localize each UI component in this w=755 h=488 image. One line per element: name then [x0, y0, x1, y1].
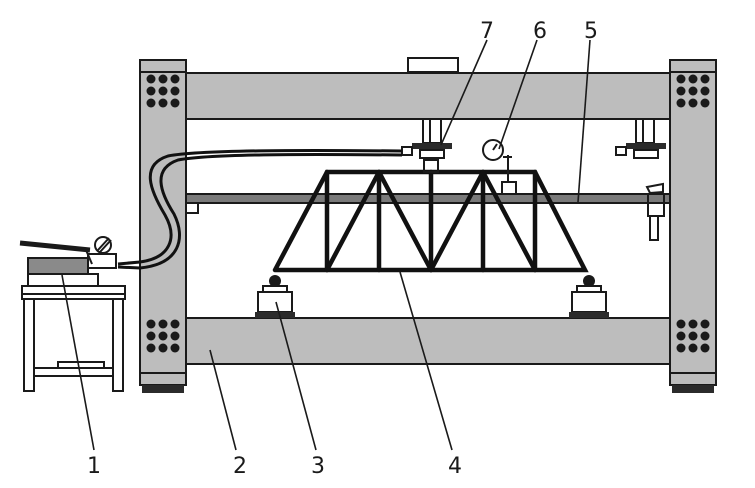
right-column-foot [672, 385, 714, 393]
bolt [170, 343, 180, 353]
bolt [700, 343, 710, 353]
bolt [700, 74, 710, 84]
left-support [255, 275, 295, 318]
callout-1: 1 [87, 454, 101, 479]
callout-7: 7 [480, 19, 494, 44]
bolt [676, 74, 686, 84]
top-cross-beam [184, 72, 671, 120]
bolt [170, 319, 180, 329]
bolt [700, 331, 710, 341]
bolt [688, 98, 698, 108]
bolt [688, 331, 698, 341]
bolt [170, 98, 180, 108]
hydraulic-jack [401, 118, 452, 173]
bolt [158, 343, 168, 353]
bolt [158, 98, 168, 108]
bolt [146, 331, 156, 341]
callout-2: 2 [233, 454, 247, 479]
bolt [170, 74, 180, 84]
bolt [146, 86, 156, 96]
leader-lines [61, 39, 591, 451]
pump-table [21, 285, 126, 392]
callout-3: 3 [311, 454, 325, 479]
bolt [688, 319, 698, 329]
callout-4: 4 [448, 454, 462, 479]
bottom-cross-beam [184, 317, 671, 365]
bolt [146, 319, 156, 329]
bolt [158, 86, 168, 96]
callouts: 1 2 3 4 5 6 7 [87, 19, 598, 479]
bolt [676, 86, 686, 96]
dial-gauge [482, 139, 517, 195]
bolt [146, 74, 156, 84]
reference-beam [185, 193, 671, 214]
bolt [158, 331, 168, 341]
callout-5: 5 [584, 19, 598, 44]
hand-pump [19, 236, 117, 287]
right-column [669, 59, 717, 386]
bolt [688, 343, 698, 353]
hydraulic-hoses [117, 149, 403, 270]
bolt [688, 86, 698, 96]
truss [272, 169, 589, 273]
bolt [146, 98, 156, 108]
callout-6: 6 [533, 19, 547, 44]
bolt [700, 86, 710, 96]
bolt [700, 98, 710, 108]
bolt [688, 74, 698, 84]
loading-frame [139, 57, 717, 393]
top-beam-plate [407, 57, 459, 73]
bolt [676, 343, 686, 353]
left-column-foot [142, 385, 184, 393]
bolt [170, 331, 180, 341]
bolt-groups [146, 74, 710, 353]
bolt [158, 74, 168, 84]
bolt [676, 98, 686, 108]
bolt [676, 319, 686, 329]
bolt [158, 319, 168, 329]
beam-clamp [645, 182, 665, 241]
bolt [170, 86, 180, 96]
bolt [146, 343, 156, 353]
right-support [569, 275, 609, 318]
bolt [676, 331, 686, 341]
bolt [700, 319, 710, 329]
spare-jack [615, 118, 666, 159]
